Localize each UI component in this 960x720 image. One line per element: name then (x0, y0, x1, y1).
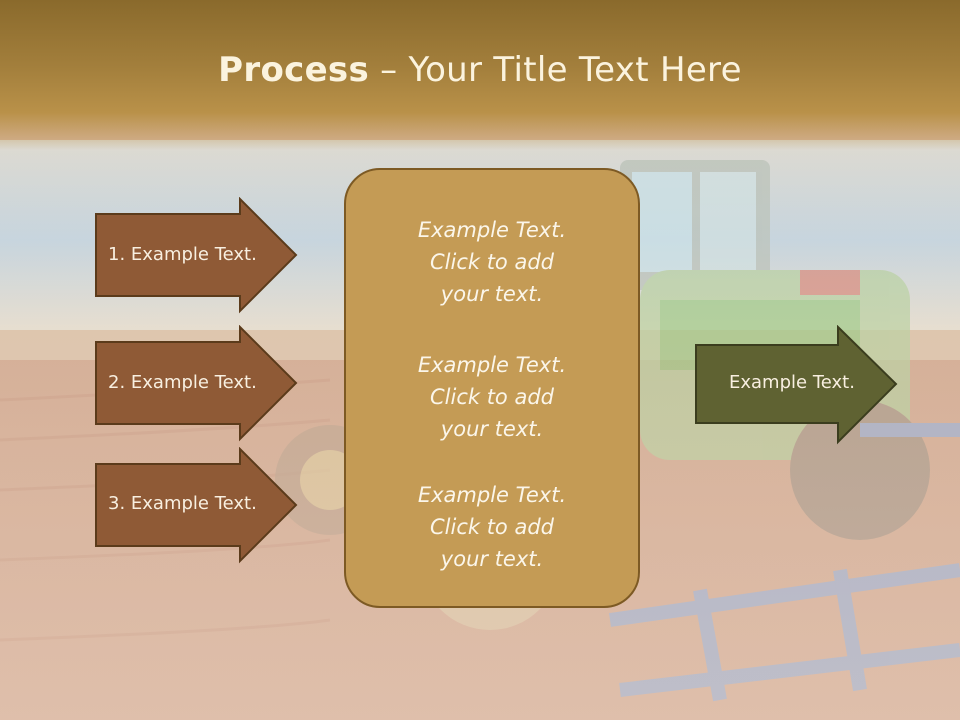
center-text-line: your text. (440, 282, 544, 306)
step-1-arrow[interactable] (94, 197, 300, 315)
center-text-block-2[interactable]: Example Text. Click to add your text. (346, 349, 638, 445)
step-1-label: 1. Example Text. (108, 244, 257, 265)
center-text-line: Click to add (429, 250, 554, 274)
center-text-line: your text. (440, 417, 544, 441)
center-text-block-3[interactable]: Example Text. Click to add your text. (346, 479, 638, 575)
step-3-arrow[interactable] (94, 447, 300, 565)
title-band (0, 0, 960, 150)
center-text-line: Click to add (429, 385, 554, 409)
center-text-line: Example Text. (417, 218, 567, 242)
step-2-arrow[interactable] (94, 325, 300, 443)
slide-title[interactable]: Process – Your Title Text Here (0, 50, 960, 90)
center-text-line: Click to add (429, 515, 554, 539)
center-content-box[interactable]: Example Text. Click to add your text. Ex… (344, 168, 640, 608)
title-rest: – Your Title Text Here (369, 50, 742, 90)
result-label: Example Text. (729, 372, 855, 393)
result-arrow[interactable] (694, 325, 900, 445)
title-bold: Process (218, 50, 370, 90)
center-text-line: Example Text. (417, 483, 567, 507)
center-text-block-1[interactable]: Example Text. Click to add your text. (346, 214, 638, 310)
center-text-line: your text. (440, 547, 544, 571)
center-text-line: Example Text. (417, 353, 567, 377)
step-2-label: 2. Example Text. (108, 372, 257, 393)
step-3-label: 3. Example Text. (108, 493, 257, 514)
